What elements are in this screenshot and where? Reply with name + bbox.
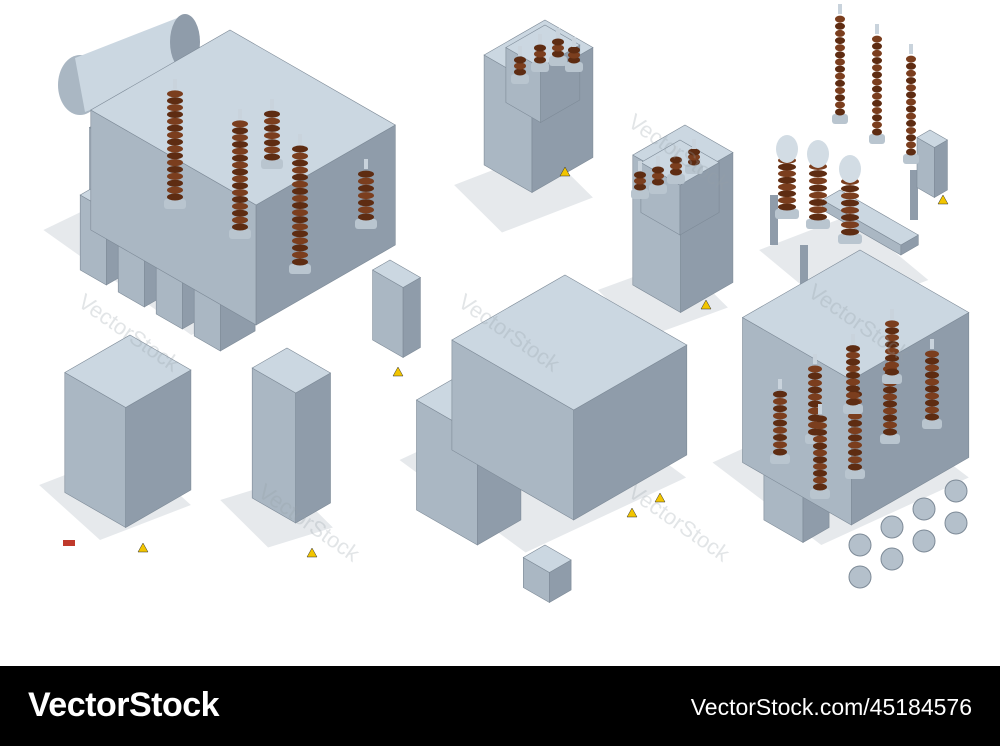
isometric-electrical-equipment-illustration [39, 4, 970, 604]
compact-substation [399, 274, 688, 604]
circuit-breaker-switchgear [759, 4, 949, 315]
pole-transformer-1 [454, 19, 594, 233]
stock-id: VectorStock.com/45184576 [690, 694, 972, 720]
power-transformer-large [43, 14, 422, 377]
tall-control-cabinet [220, 347, 333, 558]
footer-bar: VectorStock VectorStock.com/45184576 [0, 666, 1000, 746]
three-phase-transformer [712, 249, 970, 589]
vectorstock-logo: VectorStock [28, 686, 220, 724]
electrical-cabinet [39, 334, 192, 553]
